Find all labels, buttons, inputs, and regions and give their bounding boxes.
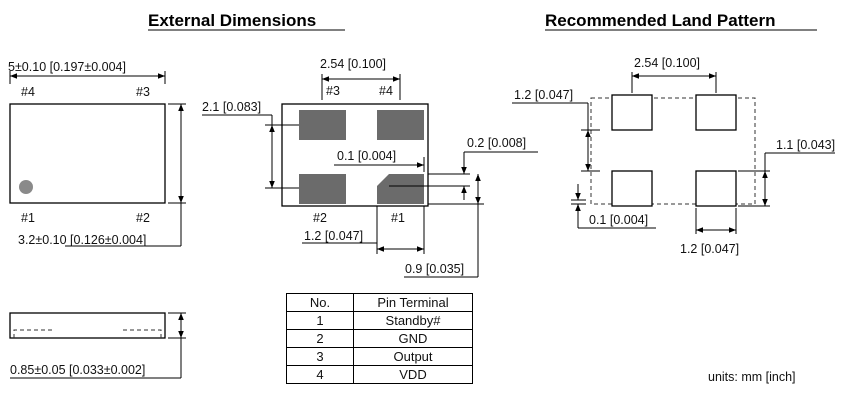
units-note: units: mm [inch] xyxy=(708,370,796,384)
land-gap-dim-text: 0.1 [0.004] xyxy=(589,213,648,227)
top-view-body xyxy=(9,103,166,204)
land-pattern: 2.54 [0.100] 1.2 [0.047] 1.1 [0.043] 0.1… xyxy=(512,56,835,256)
table-row: 4 VDD xyxy=(286,365,473,384)
top-pin2-label: #2 xyxy=(136,211,150,225)
pin-terminal-cell: GND xyxy=(353,329,473,348)
pin-number-cell: 2 xyxy=(286,329,354,348)
top-width-dim-text: 5±0.10 [0.197±0.004] xyxy=(8,60,126,74)
side-view-body xyxy=(9,312,166,339)
bottom-vpitch-dim-text: 2.1 [0.083] xyxy=(202,100,261,114)
pin-number-cell: 4 xyxy=(286,365,354,384)
pin-table-header-terminal: Pin Terminal xyxy=(353,293,473,312)
bottom-gap-dim-text: 0.1 [0.004] xyxy=(337,149,396,163)
side-left-terminal xyxy=(13,329,52,338)
bottom-pad-3 xyxy=(299,110,346,140)
external-dimensions-heading: External Dimensions xyxy=(148,11,316,30)
land-pad-bottom-right xyxy=(695,170,737,207)
side-right-terminal xyxy=(123,329,162,338)
bottom-pin3-label: #3 xyxy=(326,84,340,98)
bottom-padw-dim-text: 1.2 [0.047] xyxy=(304,229,363,243)
pin-table-header-no: No. xyxy=(286,293,354,312)
bottom-chamfer-dim-text: 0.2 [0.008] xyxy=(467,136,526,150)
bottom-pitch-dim-text: 2.54 [0.100] xyxy=(320,57,386,71)
pin1-marker-dot xyxy=(19,180,33,194)
bottom-view: #3 #4 #2 #1 2.54 [0.100] 2.1 [0.083] 0.1… xyxy=(202,57,538,278)
land-vpitch-dim-text: 1.2 [0.047] xyxy=(514,88,573,102)
land-outline-dashed xyxy=(590,97,756,205)
bottom-padh-dim-text: 0.9 [0.035] xyxy=(405,262,464,276)
pin-number-cell: 1 xyxy=(286,311,354,330)
land-pad-top-right xyxy=(695,94,737,131)
bottom-pin4-label: #4 xyxy=(379,84,393,98)
pin-terminal-table: No. Pin Terminal 1 Standby# 2 GND 3 Outp… xyxy=(286,293,473,384)
land-padh-dim-text: 1.1 [0.043] xyxy=(776,138,835,152)
side-thickness-dim-text: 0.85±0.05 [0.033±0.002] xyxy=(10,363,145,377)
top-pin4-label: #4 xyxy=(21,85,35,99)
bottom-pad-4 xyxy=(377,110,424,140)
pin-number-cell: 3 xyxy=(286,347,354,366)
land-pad-bottom-left xyxy=(611,170,653,207)
top-pin1-label: #1 xyxy=(21,211,35,225)
land-padw-dim-text: 1.2 [0.047] xyxy=(680,242,739,256)
top-pin3-label: #3 xyxy=(136,85,150,99)
side-view: 0.85±0.05 [0.033±0.002] xyxy=(9,312,186,379)
bottom-pin2-label: #2 xyxy=(313,211,327,225)
table-row: 2 GND xyxy=(286,329,473,348)
top-view: #4 #3 #1 #2 5±0.10 [0.197±0.004] 3.2±0.1… xyxy=(8,60,186,247)
land-pitch-dim-text: 2.54 [0.100] xyxy=(634,56,700,70)
bottom-pad-2 xyxy=(299,174,346,204)
table-row: 1 Standby# xyxy=(286,311,473,330)
pin-terminal-cell: Output xyxy=(353,347,473,366)
bottom-pad-1-chamfered xyxy=(377,174,424,204)
table-row: 3 Output xyxy=(286,347,473,366)
land-pad-top-left xyxy=(611,94,653,131)
pin-terminal-cell: VDD xyxy=(353,365,473,384)
bottom-pin1-label: #1 xyxy=(391,211,405,225)
pin-terminal-cell: Standby# xyxy=(353,311,473,330)
land-pattern-heading: Recommended Land Pattern xyxy=(545,11,776,30)
top-height-dim-text: 3.2±0.10 [0.126±0.004] xyxy=(18,233,146,247)
pin-table-header-row: No. Pin Terminal xyxy=(286,293,473,312)
